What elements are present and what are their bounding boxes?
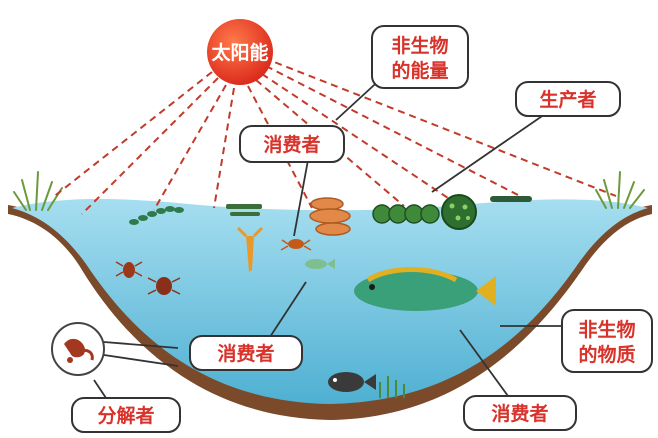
- pointer-decomposer-b: [103, 354, 179, 367]
- sun-rays: [51, 57, 617, 215]
- sun-icon: [207, 19, 273, 85]
- callout-abiotic-energy-line2: 的能量: [391, 59, 448, 82]
- callout-consumer-top: 消费者: [239, 125, 345, 163]
- colonial-algae-icon: [372, 204, 440, 224]
- algae-strand-icon: [490, 196, 532, 202]
- callout-abiotic-matter: 非生物 的物质: [561, 309, 653, 373]
- pond-water: [12, 198, 648, 404]
- callout-consumer-bottom: 消费者: [463, 395, 577, 431]
- hydra-icon: [236, 226, 264, 272]
- pointer-consumer-bottom: [459, 329, 509, 397]
- callout-decomposer-label: 分解者: [97, 404, 154, 427]
- callout-abiotic-energy: 非生物 的能量: [371, 25, 469, 89]
- volvox-algae-icon: [441, 194, 477, 230]
- callout-abiotic-energy-line1: 非生物: [391, 34, 448, 57]
- pointer-consumer-middle: [267, 281, 307, 341]
- water-plant-icon: [379, 376, 405, 398]
- dark-fish-icon: [328, 372, 376, 392]
- callout-producer-label: 生产者: [539, 88, 596, 111]
- grass-right-icon: [595, 171, 645, 209]
- pond-soil: [8, 205, 652, 420]
- water-flea-icon: [280, 239, 312, 251]
- algae-chain-left-icon: [129, 206, 184, 225]
- orange-fungus-icon: [309, 197, 351, 236]
- algae-filament-icon: [226, 204, 262, 216]
- pointer-consumer-top: [293, 159, 309, 237]
- pointer-producer: [431, 111, 549, 193]
- callout-decomposer: 分解者: [71, 397, 181, 433]
- bacteria-icon: [64, 338, 94, 363]
- water-mite-icon-a: [115, 261, 143, 278]
- callout-consumer-top-label: 消费者: [263, 133, 320, 156]
- pond: [8, 198, 652, 420]
- callout-pointers: [93, 75, 568, 405]
- pointer-decomposer-a: [103, 341, 179, 349]
- callout-abiotic-matter-line1: 非生物: [578, 318, 635, 341]
- decomposer-inset: [51, 322, 105, 376]
- sun: 太阳能: [207, 19, 273, 85]
- callout-abiotic-matter-line2: 的物质: [578, 343, 635, 366]
- water-mite-icon-b: [147, 277, 181, 295]
- callout-consumer-middle-label: 消费者: [217, 342, 274, 365]
- callout-consumer-middle: 消费者: [189, 335, 303, 371]
- small-fish-icon: [305, 259, 335, 269]
- large-fish-icon: [354, 267, 496, 311]
- callout-producer: 生产者: [515, 81, 621, 117]
- sun-label: 太阳能: [211, 41, 268, 64]
- callout-consumer-bottom-label: 消费者: [491, 402, 548, 425]
